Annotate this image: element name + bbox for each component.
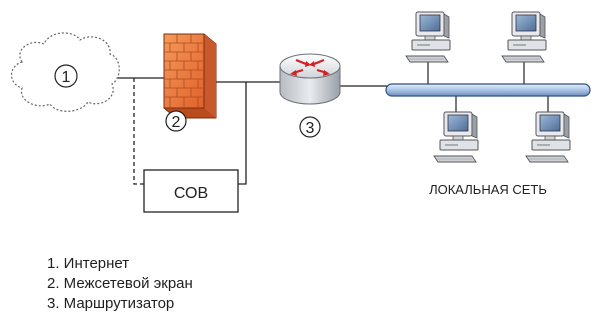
- lan-label: ЛОКАЛЬНАЯ СЕТЬ: [429, 182, 547, 197]
- legend-item: 3. Маршрутизатор: [47, 295, 175, 312]
- legend-list: 1. Интернет 2. Межсетевой экран 3. Маршр…: [47, 254, 193, 314]
- firewall-marker-label: 2: [172, 114, 181, 131]
- router-marker: 3: [299, 116, 321, 138]
- firewall-marker: 2: [165, 110, 187, 132]
- ids-box: СОВ: [143, 169, 239, 213]
- legend-item: 2. Межсетевой экран: [47, 275, 193, 292]
- desktop-computer-icon: [433, 111, 479, 163]
- brick-wall-icon: [163, 33, 217, 119]
- desktop-computer-icon: [525, 111, 571, 163]
- ids-label: СОВ: [174, 185, 208, 202]
- router-icon: [279, 53, 341, 105]
- internet-marker: 1: [54, 64, 78, 88]
- desktop-computer-icon: [501, 11, 547, 63]
- connection-lines: [118, 77, 388, 185]
- router-marker-label: 3: [306, 120, 315, 137]
- lan-bus: [385, 62, 591, 112]
- legend-item: 1. Интернет: [47, 255, 130, 272]
- internet-marker-label: 1: [62, 69, 71, 86]
- desktop-computer-icon: [405, 11, 451, 63]
